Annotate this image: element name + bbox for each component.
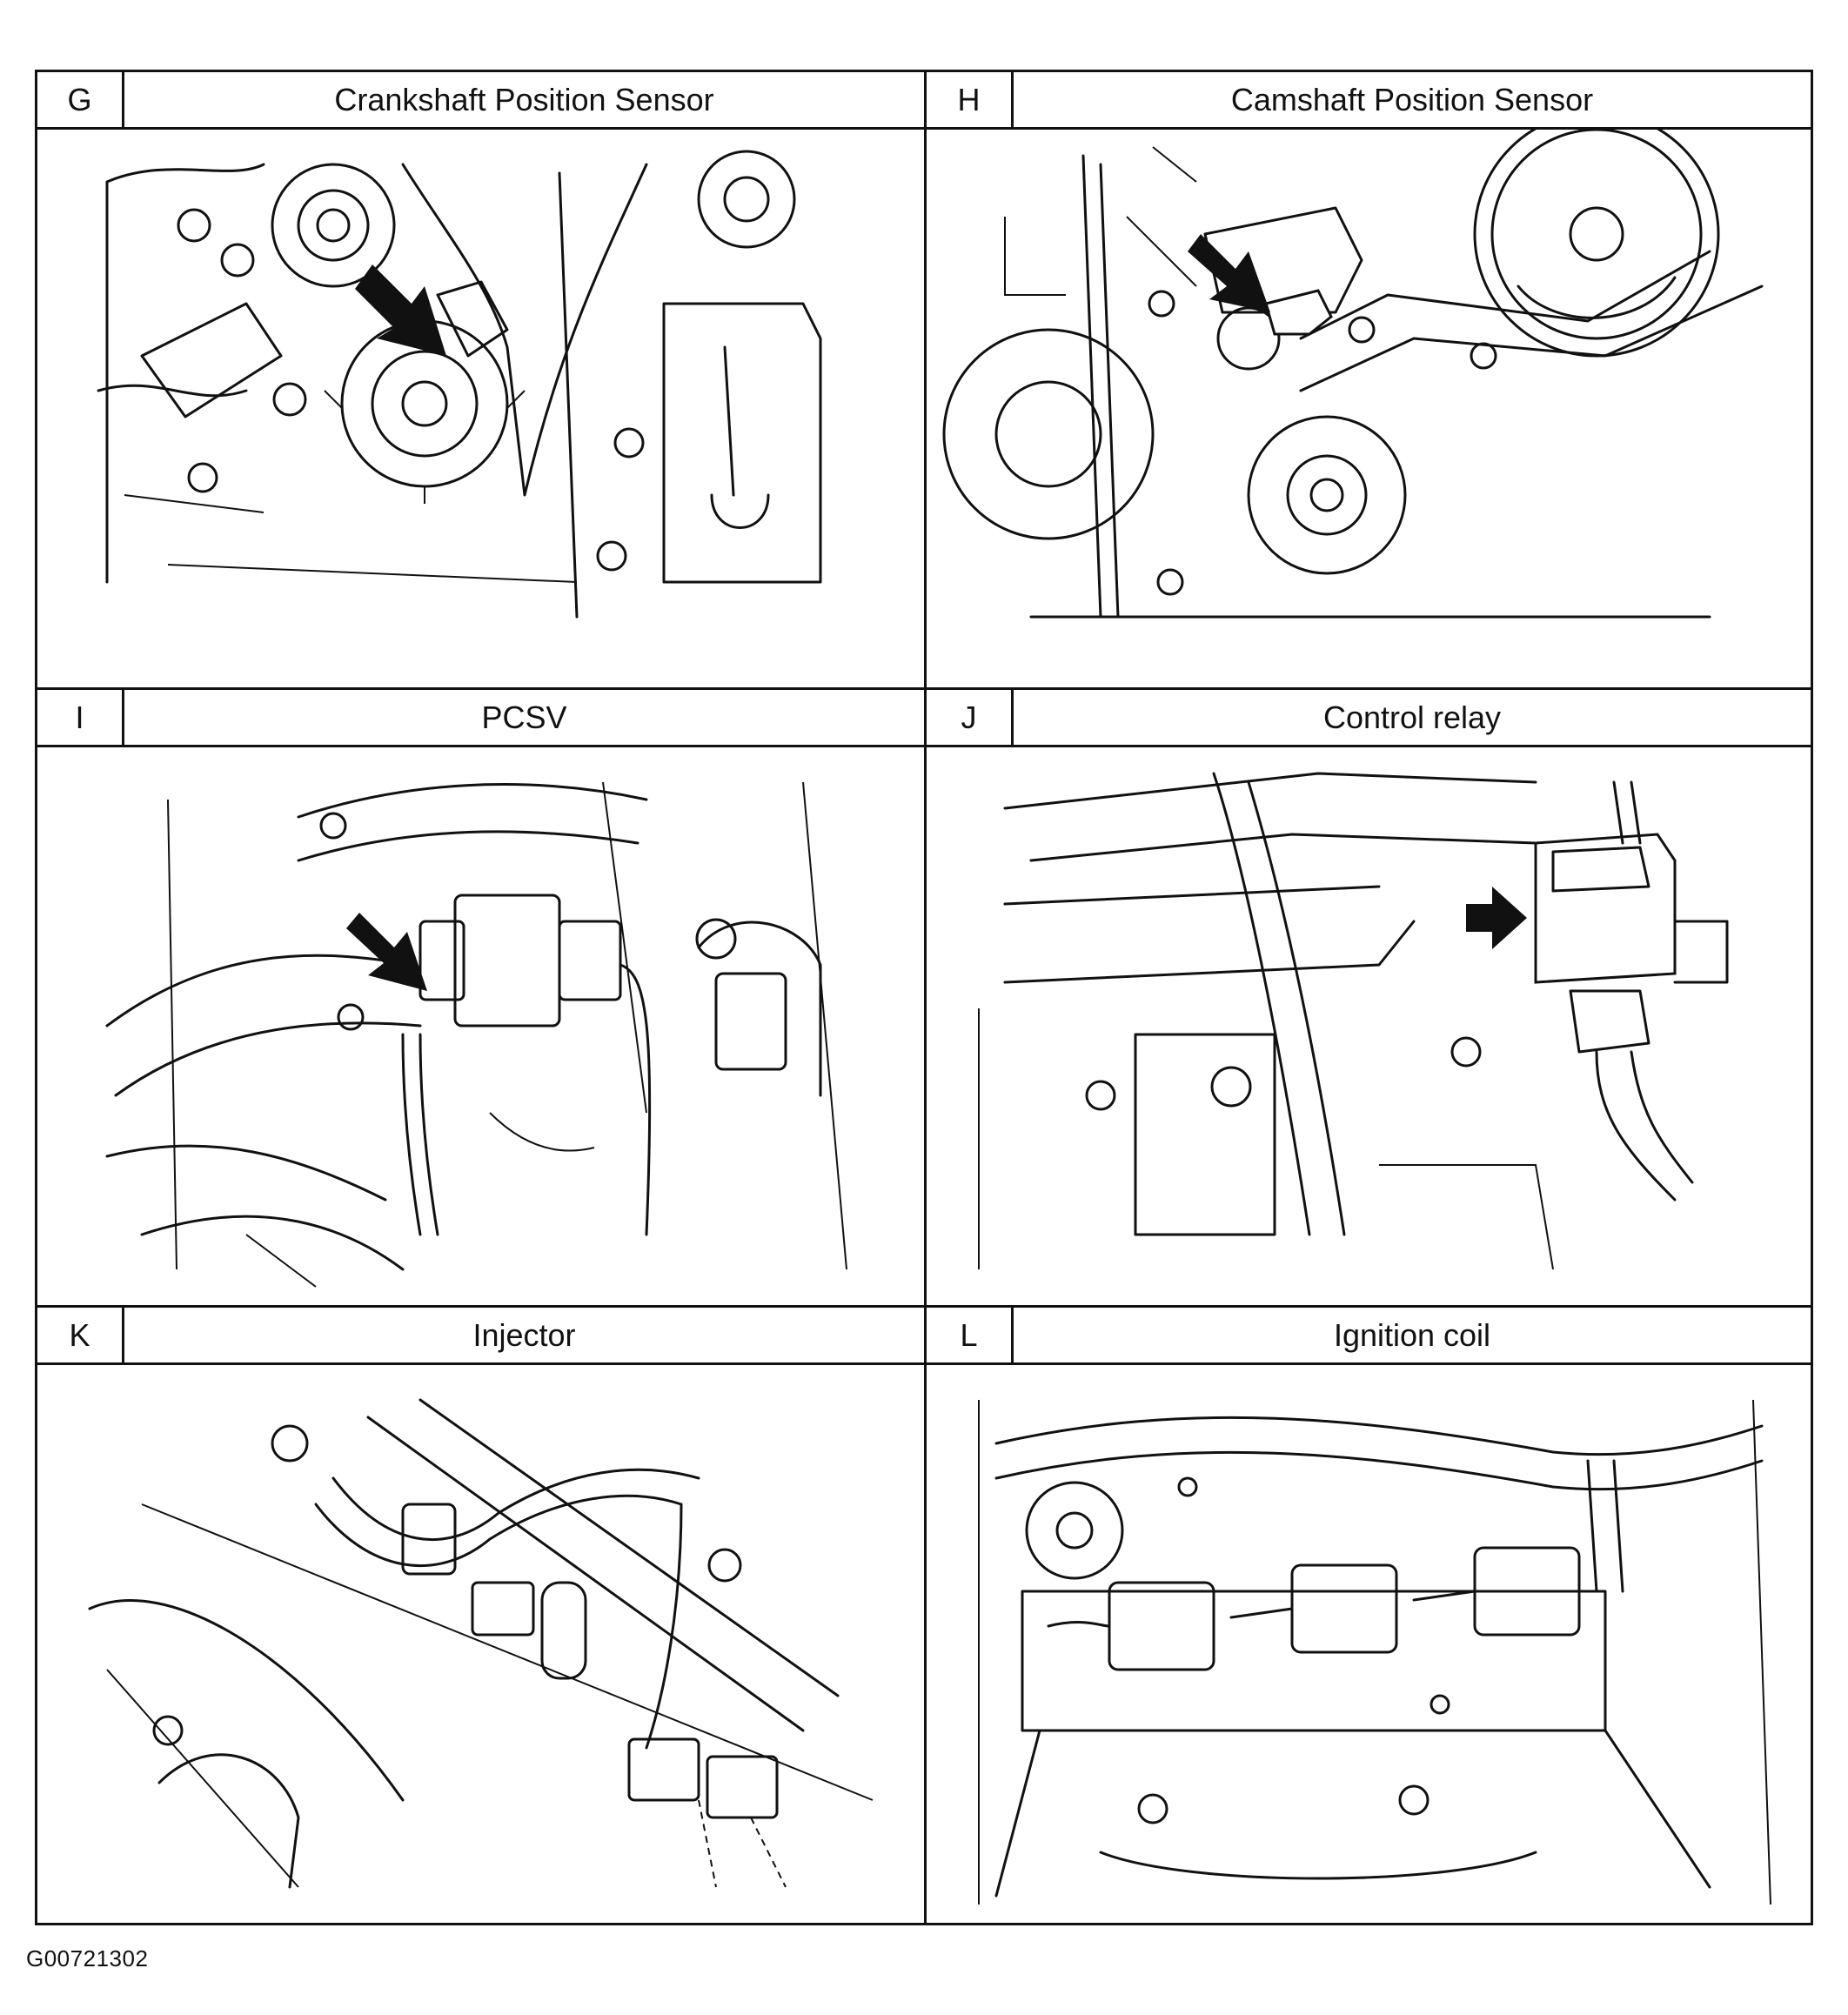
injector-illustration <box>37 1365 924 1923</box>
engine-linework <box>88 1398 874 1889</box>
panel-letter: J <box>927 690 1014 745</box>
pointer-arrow <box>1466 887 1527 949</box>
pointer-arrow <box>355 264 446 356</box>
engine-linework <box>105 781 847 1288</box>
crankshaft-sensor-illustration <box>37 130 924 690</box>
panel-letter: L <box>927 1308 1014 1362</box>
panel-k: K Injector <box>37 1308 924 1923</box>
camshaft-sensor-illustration <box>927 130 1811 690</box>
panel-letter: K <box>37 1308 124 1362</box>
panel-header: K Injector <box>37 1308 924 1365</box>
panel-title: Crankshaft Position Sensor <box>334 81 714 117</box>
panel-letter: I <box>37 690 124 745</box>
engine-linework <box>97 150 822 619</box>
column-divider <box>924 72 927 1923</box>
panel-title: PCSV <box>481 699 567 735</box>
panel-header: I PCSV <box>37 690 924 747</box>
pointer-arrow <box>1188 234 1270 312</box>
panel-g: G Crankshaft Position Sensor <box>37 72 924 690</box>
panel-header: L Ignition coil <box>927 1308 1811 1365</box>
component-grid: G Crankshaft Position Sensor <box>35 70 1813 1925</box>
panel-title: Injector <box>472 1316 576 1353</box>
panel-header: G Crankshaft Position Sensor <box>37 72 924 130</box>
figure-code: G00721302 <box>26 1945 149 1971</box>
panel-letter: G <box>37 72 124 127</box>
panel-letter: H <box>927 72 1014 127</box>
pcsv-illustration <box>37 747 924 1308</box>
control-relay-illustration <box>927 747 1811 1308</box>
sensor-outline <box>1264 289 1333 336</box>
engine-linework <box>942 130 1764 619</box>
panel-j: J Control relay <box>927 690 1811 1308</box>
panel-header: J Control relay <box>927 690 1811 747</box>
panel-title: Camshaft Position Sensor <box>1230 81 1594 117</box>
panel-i: I PCSV <box>37 690 924 1308</box>
engine-linework <box>978 1399 1771 1905</box>
panel-h: H Camshaft Position Sensor <box>927 72 1811 690</box>
panel-header: H Camshaft Position Sensor <box>927 72 1811 130</box>
panel-title: Ignition coil <box>1333 1316 1491 1353</box>
engine-linework <box>978 772 1729 1270</box>
ignition-coil-illustration <box>927 1365 1811 1923</box>
pointer-arrow <box>346 913 427 991</box>
panel-l: L Ignition coil <box>927 1308 1811 1923</box>
panel-title: Control relay <box>1322 699 1502 735</box>
